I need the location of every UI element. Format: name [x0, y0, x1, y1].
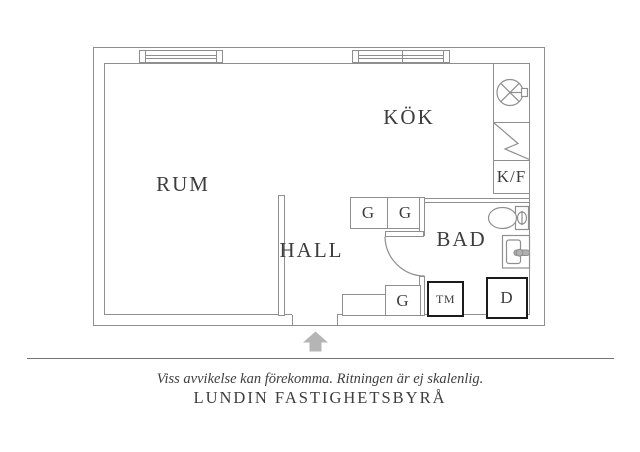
room-label-bad: BAD	[436, 227, 487, 251]
window-glass-line	[359, 55, 443, 56]
cabinet-divider	[387, 197, 388, 229]
window-glass-line	[359, 58, 443, 59]
door-swing-arc	[384, 236, 425, 277]
cabinet-divider	[493, 160, 530, 161]
partition-wall	[278, 195, 285, 316]
cabinet-label-g2: G	[398, 203, 413, 222]
window-symbol-left	[139, 50, 223, 63]
footer-disclaimer: Viss avvikelse kan förekomma. Ritningen …	[156, 371, 484, 387]
room-label-hall: HALL	[279, 237, 344, 262]
lower-cabinet	[385, 285, 421, 316]
bathroom-door-leaf	[385, 231, 424, 237]
washing-machine-label: TM	[436, 291, 455, 306]
kitchen-tall-cabinet-column	[493, 63, 530, 194]
entrance-arrow-icon	[303, 331, 328, 352]
cabinet-label-g1: G	[361, 203, 376, 222]
zigzag-cabinet-icon	[493, 122, 530, 161]
toilet-icon	[487, 205, 530, 231]
footer-divider-line	[27, 358, 614, 359]
room-label-kok: KÖK	[383, 105, 435, 129]
cabinet-label-g3: G	[396, 290, 410, 310]
window-post	[443, 51, 444, 62]
entrance-jamb	[337, 315, 338, 326]
room-label-rum: RUM	[156, 171, 210, 196]
window-glass-line	[146, 55, 216, 56]
washing-machine-box: TM	[427, 281, 464, 317]
entrance-jamb	[292, 315, 293, 326]
window-post	[216, 51, 217, 62]
appliance-d-box: D	[486, 277, 528, 319]
window-post	[402, 51, 403, 62]
fan-icon	[496, 78, 529, 107]
window-glass-line	[146, 58, 216, 59]
window-symbol-right	[352, 50, 450, 63]
fridge-freezer-label: K/F	[496, 167, 527, 186]
inner-wall	[104, 63, 530, 315]
window-post	[145, 51, 146, 62]
window-post	[358, 51, 359, 62]
appliance-d-label: D	[500, 288, 514, 307]
cabinet-divider	[493, 122, 530, 123]
sink-icon	[501, 234, 531, 269]
entrance-opening	[292, 313, 337, 317]
footer-brand: LUNDIN FASTIGHETSBYRÅ	[193, 388, 447, 407]
